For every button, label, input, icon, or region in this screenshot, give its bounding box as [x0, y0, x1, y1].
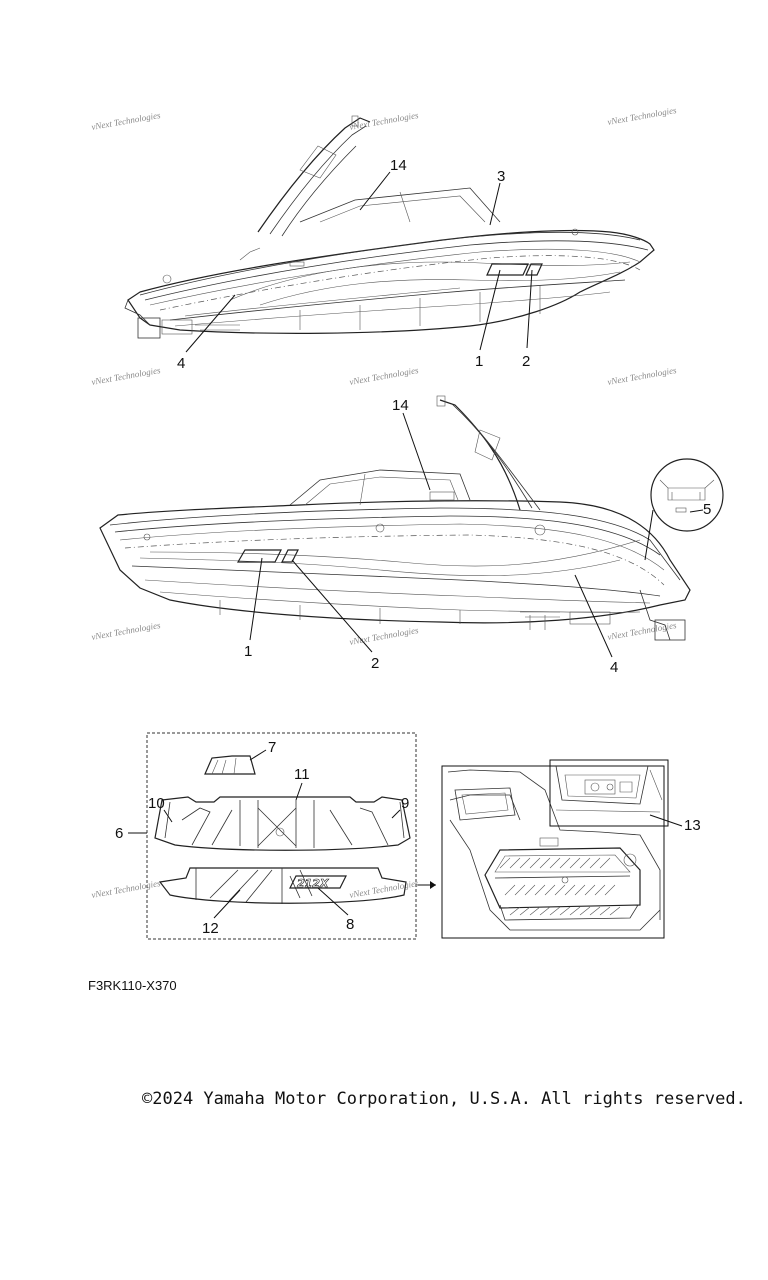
callouts-bottom: 7 11 10 9 6 12 8 13 — [115, 739, 701, 937]
watermark: vNext Technologies — [91, 878, 162, 900]
callout-10: 10 — [148, 795, 165, 812]
copyright-notice: ©2024 Yamaha Motor Corporation, U.S.A. A… — [142, 1089, 746, 1109]
callout-8: 8 — [346, 916, 354, 933]
callout-4-mid: 4 — [610, 659, 618, 676]
callout-11: 11 — [294, 766, 310, 783]
logo-212x-text: 212X — [297, 877, 329, 890]
watermark: vNext Technologies — [349, 625, 420, 647]
logo-212x-decal: 212X — [289, 875, 347, 890]
callout-6: 6 — [115, 825, 123, 842]
boat-middle-view — [99, 395, 724, 641]
callout-1-mid: 1 — [244, 643, 252, 660]
detail-bubble-5 — [644, 458, 724, 561]
watermark: vNext Technologies — [91, 110, 162, 132]
watermark: vNext Technologies — [607, 105, 678, 127]
callouts-middle: 14 5 1 2 4 — [244, 397, 711, 676]
decal-1-top — [486, 263, 543, 276]
diagram-part-code: F3RK110-X370 — [88, 978, 177, 993]
callout-14-top: 14 — [390, 157, 407, 174]
callout-1-top: 1 — [475, 353, 483, 370]
callout-5-mid: 5 — [703, 501, 711, 518]
watermark: vNext Technologies — [91, 620, 162, 642]
boat-top-view — [124, 115, 655, 339]
callout-13: 13 — [684, 817, 701, 834]
decal-1-mid — [236, 549, 299, 563]
callout-14-mid: 14 — [392, 397, 409, 414]
callout-2-mid: 2 — [371, 655, 379, 672]
watermark: vNext Technologies — [349, 878, 420, 900]
callout-7: 7 — [268, 739, 276, 756]
watermark: vNext Technologies — [91, 365, 162, 387]
mat-detail-frame — [146, 732, 417, 940]
watermark: vNext Technologies — [349, 110, 420, 132]
stern-boat-detail — [441, 759, 669, 939]
stern-detail-frame — [441, 765, 665, 939]
inset-panel-13 — [549, 759, 669, 827]
callouts-top: 14 3 4 1 2 — [177, 157, 533, 372]
callout-4-top: 4 — [177, 355, 185, 372]
callout-3-top: 3 — [497, 168, 505, 185]
watermarks: vNext Technologies vNext Technologies vN… — [91, 105, 678, 900]
watermark: vNext Technologies — [607, 365, 678, 387]
watermark: vNext Technologies — [349, 365, 420, 387]
callout-2-top: 2 — [522, 353, 530, 370]
callout-12: 12 — [202, 920, 219, 937]
callout-9: 9 — [401, 795, 409, 812]
swim-platform-mats-detail: 212X — [146, 732, 436, 940]
